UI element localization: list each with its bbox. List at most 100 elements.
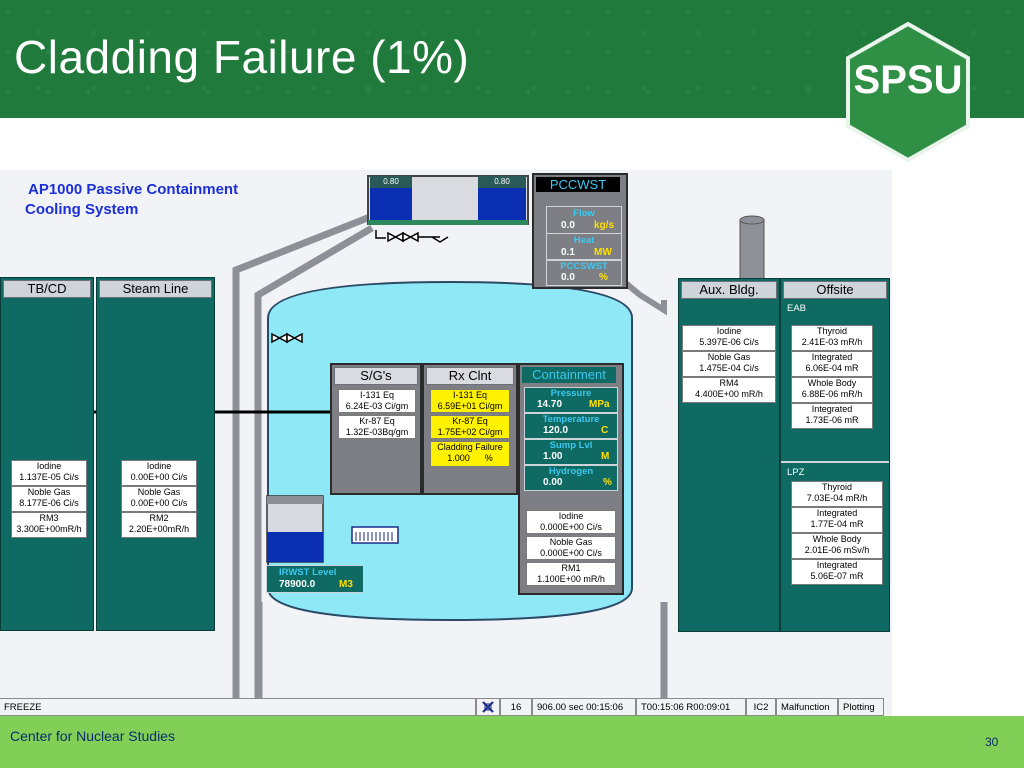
iodine-label: Iodine (36, 461, 62, 471)
i131-label: I-131 Eq (452, 390, 488, 400)
system-title: AP1000 Passive Containment Cooling Syste… (25, 180, 239, 220)
system-title-line1: AP1000 Passive Containment (28, 181, 239, 198)
irwst-level-readout: IRWST Level 78900.0 M3 (266, 565, 364, 593)
speed-status[interactable]: 16 (500, 698, 532, 716)
pccswst-value: 0.0 (561, 272, 575, 283)
cladding-failure-unit: % (484, 453, 493, 463)
whole-body-label: Whole Body (812, 534, 862, 544)
heat-value: 0.1 (561, 247, 575, 258)
thyroid-value: 2.41E-03 mR/h (801, 337, 863, 347)
offsite-header: Offsite (783, 281, 887, 299)
integrated-label: Integrated (811, 404, 853, 414)
lpz-label: LPZ (787, 467, 805, 478)
kr87-label: Kr-87 Eq (359, 416, 395, 426)
eab-label: EAB (787, 303, 807, 314)
noble-gas-value: 8.177E-06 Ci/s (19, 498, 79, 508)
eab-lpz-divider (781, 461, 889, 463)
logo-text: SPSU (853, 58, 963, 102)
kr87-value: 1.75E+02 Ci/gm (437, 427, 503, 437)
pressure-unit: MPa (589, 399, 610, 410)
system-title-line2: Cooling System (25, 201, 139, 218)
rm2-label: RM2 (149, 513, 169, 523)
irwst-label: IRWST Level (279, 567, 337, 578)
noble-gas-label: Noble Gas (137, 487, 181, 497)
i131-value: 6.59E+01 Ci/gm (437, 401, 503, 411)
iodine-label: Iodine (558, 511, 584, 521)
freeze-status[interactable]: FREEZE (0, 698, 476, 716)
pressure-readout: Pressure 14.70 MPa (524, 387, 618, 413)
integrated-value: 1.77E-04 mR (810, 519, 864, 529)
pccwst-flow: Flow 0.0 kg/s (546, 206, 622, 234)
slide-footer (0, 716, 1024, 768)
pccwst-panel: PCCWST Flow 0.0 kg/s Heat 0.1 MW PCCSWST… (532, 173, 628, 289)
iodine-value: 0.000E+00 Ci/s (540, 522, 602, 532)
pccwst-heat: Heat 0.1 MW (546, 233, 622, 261)
hydrogen-label: Hydrogen (548, 466, 594, 477)
slide-title: Cladding Failure (1%) (14, 31, 470, 83)
whole-body-label: Whole Body (807, 378, 857, 388)
noble-gas-value: 0.000E+00 Ci/s (540, 548, 602, 558)
noble-gas-label: Noble Gas (549, 537, 593, 547)
integrated-value: 1.73E-06 mR (805, 415, 859, 425)
pccswst-unit: % (599, 272, 608, 283)
containment-panel[interactable]: Containment Pressure 14.70 MPa Temperatu… (518, 363, 624, 595)
integrated-label: Integrated (811, 352, 853, 362)
plotting-button[interactable]: Plotting (838, 698, 884, 716)
flow-value: 0.0 (561, 220, 575, 231)
irwst-value: 78900.0 (279, 579, 316, 590)
pccswst-label: PCCSWST (560, 261, 608, 272)
aux-bldg-header: Aux. Bldg. (681, 281, 777, 299)
hydrogen-value: 0.00 (543, 477, 563, 488)
iodine-value: 5.397E-06 Ci/s (699, 337, 759, 347)
noble-gas-value: 0.00E+00 Ci/s (130, 498, 188, 508)
heat-label: Heat (573, 235, 595, 246)
i131-value: 6.24E-03 Ci/gm (345, 401, 409, 411)
snapshot-icon[interactable] (476, 698, 500, 716)
containment-header: Containment (522, 367, 616, 383)
whole-body-value: 6.88E-06 mR/h (801, 389, 863, 399)
hydrogen-unit: % (603, 477, 612, 488)
pccwst-level: PCCSWST 0.0 % (546, 259, 622, 286)
sump-level-readout: Sump Lvl 1.00 M (524, 439, 618, 465)
malfunction-button[interactable]: Malfunction (776, 698, 838, 716)
ic-status[interactable]: IC2 (746, 698, 776, 716)
rm1-value: 1.100E+00 mR/h (537, 574, 605, 584)
temperature-label: Temperature (542, 414, 600, 425)
integrated-label: Integrated (816, 560, 858, 570)
footer-text: Center for Nuclear Studies (10, 728, 175, 744)
cross-icon (482, 701, 494, 714)
kr87-value: 1.32E-03Bq/gm (345, 427, 409, 437)
integrated-label: Integrated (816, 508, 858, 518)
spsu-logo (846, 22, 970, 162)
sump-label: Sump Lvl (549, 440, 593, 451)
thyroid-label: Thyroid (816, 326, 847, 336)
iodine-label: Iodine (146, 461, 172, 471)
temperature-readout: Temperature 120.0 C (524, 413, 618, 439)
cladding-failure[interactable]: Cladding Failure 1.000 % (430, 441, 510, 467)
sim-time-status: 906.00 sec 00:15:06 (532, 698, 636, 716)
cladding-failure-label: Cladding Failure (437, 442, 503, 452)
rm4-label: RM4 (719, 378, 739, 388)
